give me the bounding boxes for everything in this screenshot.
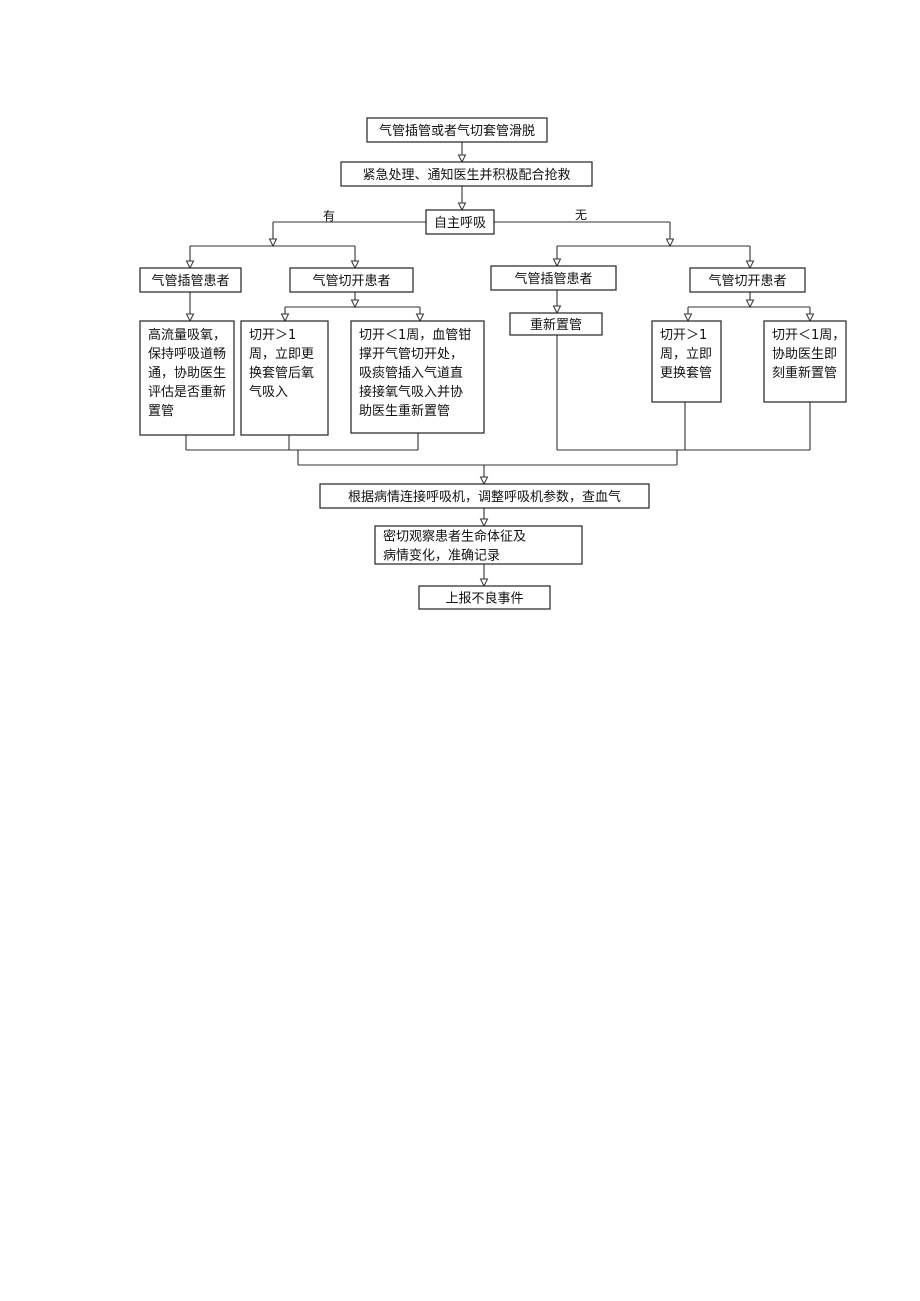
node-box	[340, 161, 593, 187]
node-yes-intub: 气管插管患者	[139, 267, 242, 293]
node-text-line: 置管	[148, 404, 174, 419]
arrow-to-observe-arrowhead	[479, 518, 489, 528]
node-text-line: 撑开气管切开处，	[359, 346, 463, 362]
node-text-line: 保持呼吸道畅	[148, 347, 226, 362]
arrow-no-trach-down-arrowhead	[745, 299, 755, 309]
node-no-intub-action: 重新置管	[509, 312, 603, 336]
node-emergency: 紧急处理、通知医生并积极配合抢救	[340, 161, 593, 187]
node-box	[490, 265, 617, 291]
arrow-to-no-trach-arrowhead	[745, 260, 755, 270]
node-text-line: 刻重新置管	[772, 365, 837, 381]
node-text-line: 根据病情连接呼吸机，调整呼吸机参数，查血气	[348, 489, 621, 505]
arrow-to-yes-trach-lt1-arrowhead	[415, 313, 425, 323]
node-text-line: 切开＜1周，	[772, 328, 845, 343]
node-text-line: 气管插管患者	[514, 271, 592, 287]
node-start: 气管插管或者气切套管滑脱	[366, 117, 548, 143]
arrow-to-report-arrowhead	[479, 578, 489, 588]
node-text-line: 气管切开患者	[708, 273, 786, 289]
node-text-line: 上报不良事件	[445, 590, 523, 606]
node-box	[366, 117, 548, 143]
node-box	[139, 320, 235, 436]
node-text-line: 气吸入	[249, 384, 288, 400]
node-text-line: 病情变化，准确记录	[383, 547, 500, 563]
node-text-line: 切开＜1周，血管钳	[359, 328, 471, 343]
node-text-line: 气管切开患者	[312, 273, 390, 289]
node-box	[509, 312, 603, 336]
arrow-to-no-intub-arrowhead	[552, 258, 562, 268]
arrow-to-yes-intub-arrowhead	[185, 260, 195, 270]
node-box	[374, 525, 583, 565]
node-no-trach: 气管切开患者	[689, 267, 806, 293]
node-ventilator: 根据病情连接呼吸机，调整呼吸机参数，查血气	[319, 483, 650, 509]
node-text-line: 高流量吸氧，	[148, 327, 226, 343]
node-text-line: 换套管后氧	[249, 365, 314, 381]
arrow-to-no-trach-lt1-arrowhead	[805, 313, 815, 323]
node-box	[651, 320, 722, 403]
node-text-line: 周，立即	[660, 347, 712, 362]
node-box	[350, 320, 485, 434]
node-text-line: 更换套管	[660, 365, 712, 381]
node-no-intub: 气管插管患者	[490, 265, 617, 291]
node-text-line: 协助医生即	[772, 347, 837, 362]
arrow-to-yes-trach-arrowhead	[350, 260, 360, 270]
node-text-line: 评估是否重新	[148, 384, 226, 400]
node-yes-trach: 气管切开患者	[289, 267, 414, 293]
arrow-to-no-intub-action-arrowhead	[552, 305, 562, 315]
flowchart-connectors	[185, 142, 815, 588]
arrow-start-to-emergency-arrowhead	[457, 154, 467, 164]
node-box	[139, 267, 242, 293]
arrow-to-no-trach-gt1-arrowhead	[683, 313, 693, 323]
node-text-line: 密切观察患者生命体征及	[383, 528, 526, 544]
node-box	[763, 320, 847, 403]
node-text-line: 接接氧气吸入并协	[359, 384, 463, 400]
node-text-line: 自主呼吸	[434, 216, 486, 231]
node-box	[689, 267, 806, 293]
node-text-line: 周，立即更	[249, 347, 314, 362]
node-box	[240, 320, 329, 436]
node-text-line: 气管插管或者气切套管滑脱	[379, 123, 535, 139]
arrow-to-yes-intub-action-arrowhead	[185, 313, 195, 323]
arrow-to-ventilator-arrowhead	[479, 476, 489, 486]
arrow-yes-trach-down-arrowhead	[350, 299, 360, 309]
node-spontaneous: 自主呼吸	[425, 209, 495, 235]
node-text-line: 切开＞1	[660, 328, 707, 343]
node-box	[418, 585, 551, 610]
node-box	[289, 267, 414, 293]
node-text-line: 助医生重新置管	[359, 403, 450, 419]
node-box	[425, 209, 495, 235]
node-text-line: 切开＞1	[249, 328, 296, 343]
arrow-yes-branch-arrowhead	[268, 238, 278, 248]
arrow-to-yes-trach-gt1-arrowhead	[280, 313, 290, 323]
node-text-line: 紧急处理、通知医生并积极配合抢救	[362, 167, 570, 183]
node-box	[319, 483, 650, 509]
node-text-line: 气管插管患者	[151, 273, 229, 289]
edge-label-yes: 有	[323, 209, 335, 223]
node-text-line: 重新置管	[530, 317, 582, 333]
arrow-emergency-to-breathing-arrowhead	[457, 202, 467, 212]
node-text-line: 通，协助医生	[148, 366, 226, 381]
node-text-line: 吸痰管插入气道直	[359, 365, 463, 381]
arrow-no-branch-arrowhead	[665, 238, 675, 248]
edge-label-no: 无	[575, 208, 587, 222]
node-report: 上报不良事件	[418, 585, 551, 610]
